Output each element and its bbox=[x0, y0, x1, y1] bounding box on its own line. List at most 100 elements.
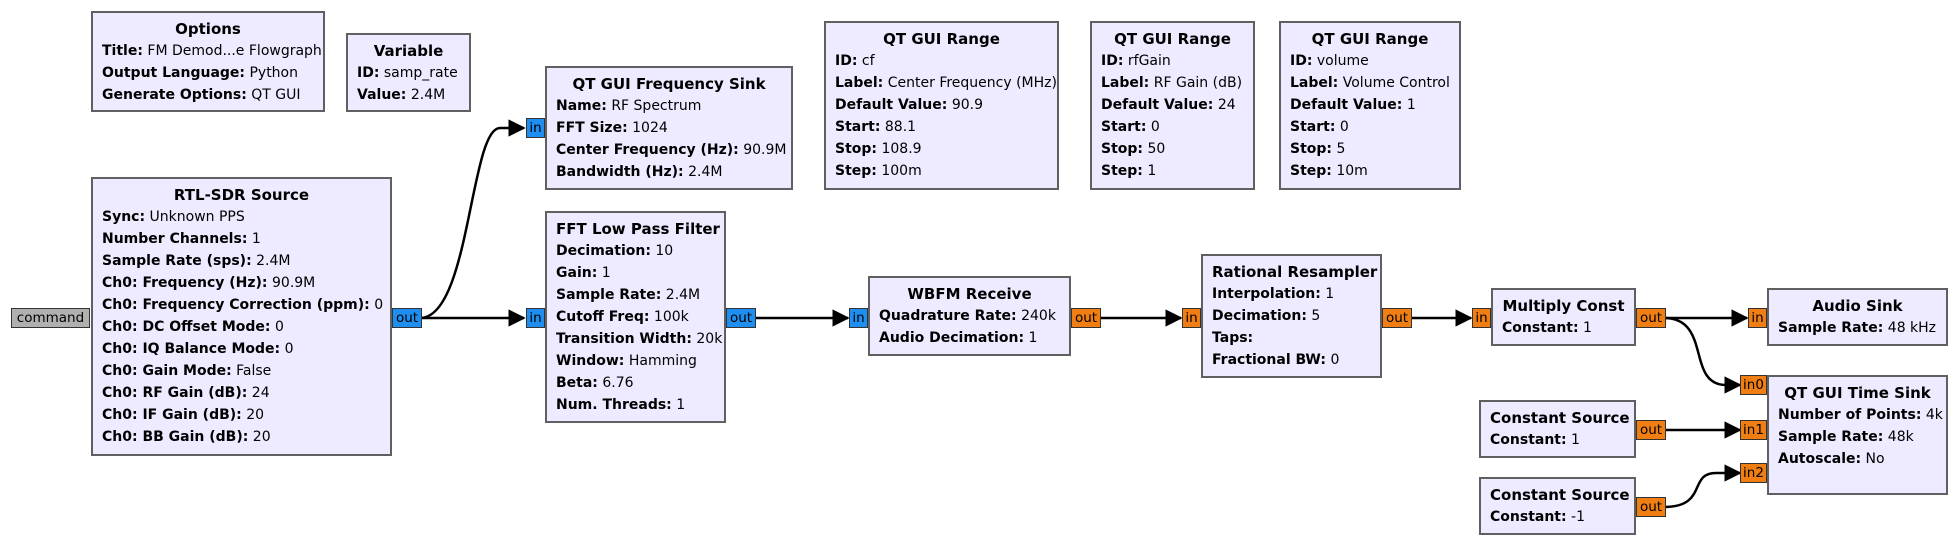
param-row: Num. Threads: 1 bbox=[556, 397, 686, 413]
variable-block[interactable]: Variable ID: samp_rate Value: 2.4M bbox=[346, 33, 471, 112]
param-row: Ch0: IF Gain (dB): 20 bbox=[102, 407, 265, 423]
const2-out-port[interactable]: out bbox=[1636, 497, 1666, 517]
range-rfgain-block[interactable]: QT GUI Range ID: rfGain Label: RF Gain (… bbox=[1090, 21, 1255, 190]
param-row: Step: 100m bbox=[835, 163, 922, 179]
block-title: QT GUI Time Sink bbox=[1784, 384, 1931, 402]
range-cf-block[interactable]: QT GUI Range ID: cf Label: Center Freque… bbox=[824, 21, 1059, 190]
param-row: Output Language: Python bbox=[102, 65, 298, 81]
param-row: Default Value: 90.9 bbox=[835, 97, 983, 113]
block-title: Options bbox=[175, 20, 241, 38]
fft-lpf-block[interactable]: FFT Low Pass Filter Decimation: 10 Gain:… bbox=[545, 211, 726, 423]
wbfm-out-port[interactable]: out bbox=[1071, 308, 1101, 328]
param-row: Decimation: 5 bbox=[1212, 308, 1321, 324]
resampler-in-port[interactable]: in bbox=[1182, 308, 1201, 328]
freq-sink-in-port[interactable]: in bbox=[526, 118, 545, 138]
param-row: Label: Center Frequency (MHz) bbox=[835, 75, 1057, 91]
block-title: WBFM Receive bbox=[907, 285, 1032, 303]
param-row: Step: 1 bbox=[1101, 163, 1157, 179]
param-row: ID: rfGain bbox=[1101, 53, 1171, 69]
param-row: Ch0: DC Offset Mode: 0 bbox=[102, 319, 284, 335]
param-row: Number of Points: 4k bbox=[1778, 407, 1943, 423]
multiply-const-block[interactable]: Multiply Const Constant: 1 bbox=[1491, 288, 1636, 346]
block-title: Constant Source bbox=[1490, 409, 1630, 427]
freq-sink-block[interactable]: QT GUI Frequency Sink Name: RF Spectrum … bbox=[545, 66, 793, 190]
param-row: Value: 2.4M bbox=[357, 87, 446, 103]
block-title: QT GUI Range bbox=[883, 30, 1000, 48]
wire-multiply-to-time-in0 bbox=[1663, 316, 1742, 394]
param-row: Start: 88.1 bbox=[835, 119, 917, 135]
param-row: Ch0: Frequency Correction (ppm): 0 bbox=[102, 297, 384, 313]
time-sink-in0-port[interactable]: in0 bbox=[1740, 375, 1767, 395]
param-row: Quadrature Rate: 240k bbox=[879, 308, 1056, 324]
lpf-out-port[interactable]: out bbox=[726, 308, 756, 328]
options-block[interactable]: Options Title: FM Demod...e Flowgraph Ou… bbox=[91, 11, 325, 112]
param-row: Generate Options: QT GUI bbox=[102, 87, 301, 103]
param-row: Stop: 50 bbox=[1101, 141, 1166, 157]
wire-rtlsdr-to-freq-sink bbox=[419, 119, 526, 320]
block-title: QT GUI Frequency Sink bbox=[572, 75, 766, 93]
time-sink-in2-port[interactable]: in2 bbox=[1740, 463, 1767, 483]
param-row: Sync: Unknown PPS bbox=[102, 209, 245, 225]
wire-const2-to-time-in2 bbox=[1663, 464, 1742, 509]
rational-resampler-block[interactable]: Rational Resampler Interpolation: 1 Deci… bbox=[1201, 254, 1382, 378]
param-row: Name: RF Spectrum bbox=[556, 98, 702, 114]
constant-source-1-block[interactable]: Constant Source Constant: 1 bbox=[1479, 400, 1636, 458]
param-row: Start: 0 bbox=[1101, 119, 1160, 135]
time-sink-in1-port[interactable]: in1 bbox=[1740, 420, 1767, 440]
param-row: ID: volume bbox=[1290, 53, 1369, 69]
param-row: Taps: bbox=[1212, 330, 1254, 346]
constant-source-2-block[interactable]: Constant Source Constant: -1 bbox=[1479, 477, 1636, 535]
param-row: Title: FM Demod...e Flowgraph bbox=[102, 43, 322, 59]
audio-sink-in-port[interactable]: in bbox=[1748, 308, 1767, 328]
param-row: Constant: 1 bbox=[1502, 320, 1592, 336]
param-row: Sample Rate (sps): 2.4M bbox=[102, 253, 291, 269]
resampler-out-port[interactable]: out bbox=[1382, 308, 1412, 328]
param-row: Default Value: 1 bbox=[1290, 97, 1416, 113]
param-row: Label: RF Gain (dB) bbox=[1101, 75, 1243, 91]
param-row: Label: Volume Control bbox=[1290, 75, 1450, 91]
param-row: Center Frequency (Hz): 90.9M bbox=[556, 142, 787, 158]
multiply-in-port[interactable]: in bbox=[1472, 308, 1491, 328]
param-row: Window: Hamming bbox=[556, 353, 697, 369]
rtlsdr-out-port[interactable]: out bbox=[392, 308, 422, 328]
param-row: ID: samp_rate bbox=[357, 65, 458, 81]
param-row: Constant: -1 bbox=[1490, 509, 1586, 525]
lpf-in-port[interactable]: in bbox=[526, 308, 545, 328]
param-row: ID: cf bbox=[835, 53, 875, 69]
param-row: Interpolation: 1 bbox=[1212, 286, 1335, 302]
param-row: Gain: 1 bbox=[556, 265, 611, 281]
param-row: Sample Rate: 48 kHz bbox=[1778, 320, 1937, 336]
time-sink-block[interactable]: QT GUI Time Sink Number of Points: 4k Sa… bbox=[1767, 375, 1948, 495]
param-row: Ch0: IQ Balance Mode: 0 bbox=[102, 341, 294, 357]
param-row: Step: 10m bbox=[1290, 163, 1368, 179]
block-title: QT GUI Range bbox=[1114, 30, 1231, 48]
param-row: Autoscale: No bbox=[1778, 451, 1885, 467]
param-row: Ch0: RF Gain (dB): 24 bbox=[102, 385, 270, 401]
param-row: Sample Rate: 48k bbox=[1778, 429, 1914, 445]
wbfm-in-port[interactable]: in bbox=[849, 308, 868, 328]
param-row: Ch0: Gain Mode: False bbox=[102, 363, 272, 379]
block-title: Audio Sink bbox=[1812, 297, 1903, 315]
param-row: Stop: 5 bbox=[1290, 141, 1346, 157]
block-title: QT GUI Range bbox=[1311, 30, 1429, 48]
const1-out-port[interactable]: out bbox=[1636, 420, 1666, 440]
audio-sink-block[interactable]: Audio Sink Sample Rate: 48 kHz bbox=[1767, 288, 1948, 346]
param-row: Audio Decimation: 1 bbox=[879, 330, 1038, 346]
param-row: Sample Rate: 2.4M bbox=[556, 287, 701, 303]
param-row: Bandwidth (Hz): 2.4M bbox=[556, 164, 723, 180]
wbfm-receive-block[interactable]: WBFM Receive Quadrature Rate: 240k Audio… bbox=[868, 276, 1071, 356]
param-row: Fractional BW: 0 bbox=[1212, 352, 1340, 368]
param-row: Constant: 1 bbox=[1490, 432, 1580, 448]
param-row: Stop: 108.9 bbox=[835, 141, 922, 157]
rtlsdr-source-block[interactable]: RTL-SDR Source Sync: Unknown PPS Number … bbox=[91, 177, 392, 456]
param-row: Decimation: 10 bbox=[556, 243, 674, 259]
block-title: Multiply Const bbox=[1502, 297, 1625, 315]
param-row: Cutoff Freq: 100k bbox=[556, 309, 689, 325]
block-title: RTL-SDR Source bbox=[173, 186, 310, 204]
rtlsdr-command-port[interactable]: command bbox=[11, 308, 90, 328]
range-volume-block[interactable]: QT GUI Range ID: volume Label: Volume Co… bbox=[1279, 21, 1461, 190]
multiply-out-port[interactable]: out bbox=[1636, 308, 1666, 328]
block-title: Rational Resampler bbox=[1212, 263, 1378, 281]
param-row: Default Value: 24 bbox=[1101, 97, 1236, 113]
